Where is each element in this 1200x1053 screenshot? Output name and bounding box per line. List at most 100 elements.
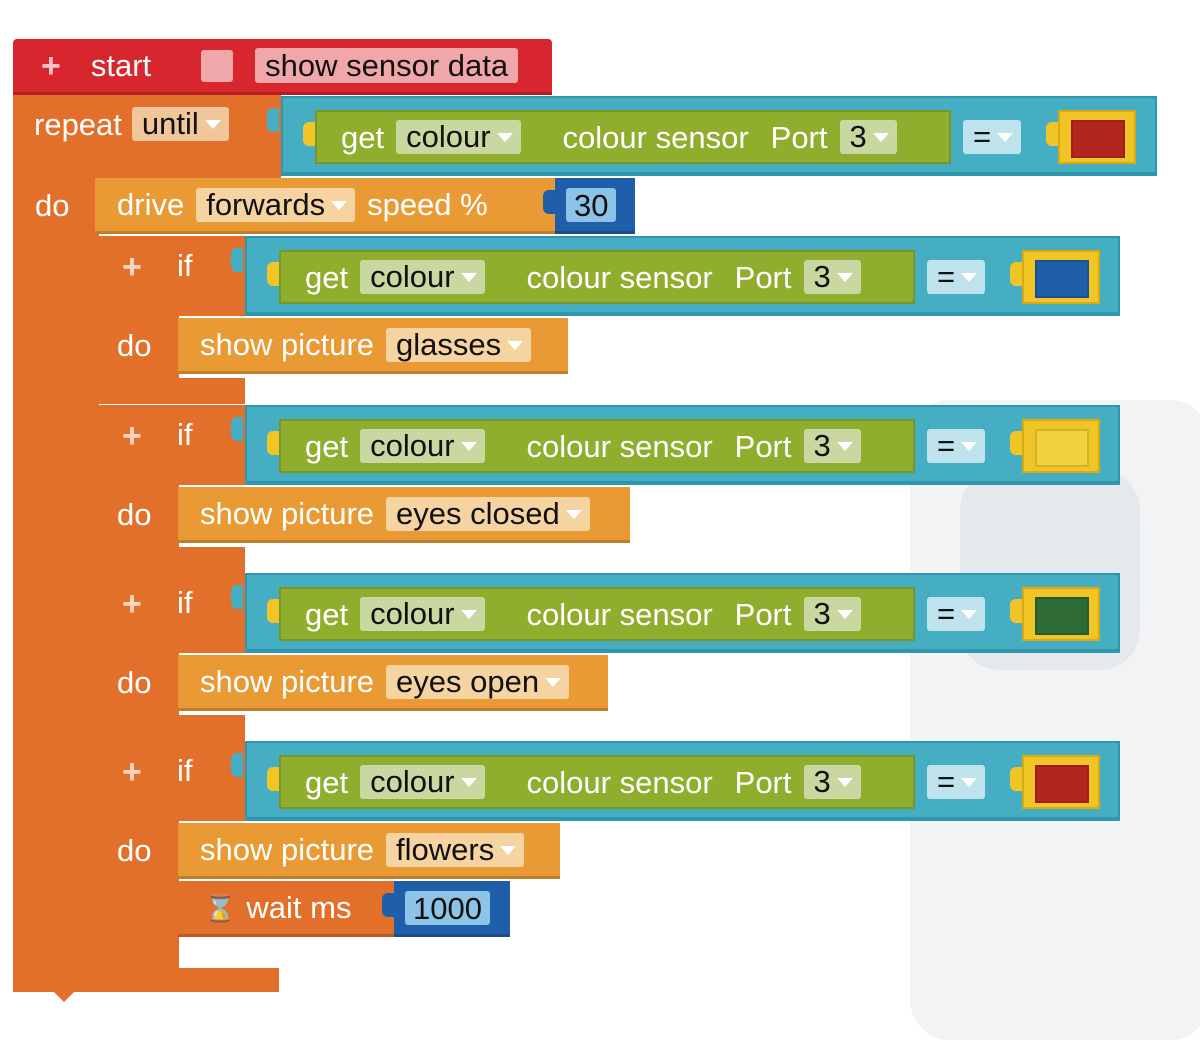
speed-label: speed % — [367, 187, 488, 222]
colour-property-dropdown[interactable]: colour — [360, 259, 485, 294]
colour-swatch[interactable] — [1035, 429, 1089, 467]
port-value: 3 — [813, 428, 831, 463]
show-sensor-data-field[interactable]: show sensor data — [255, 48, 519, 83]
get-colour-block[interactable]: get colour colour sensor Port 3 — [279, 419, 915, 473]
picture-dropdown[interactable]: glasses — [386, 327, 532, 362]
port-dropdown[interactable]: 3 — [839, 119, 897, 154]
show-picture-label: show picture — [200, 496, 375, 531]
if-label: if — [177, 417, 193, 452]
show-picture-block[interactable]: show picture eyes closed — [178, 487, 630, 543]
if-block[interactable] — [95, 405, 245, 485]
compare-operator-dropdown[interactable]: = — [927, 765, 986, 799]
get-plug — [267, 599, 279, 623]
picture-value: eyes open — [396, 663, 540, 699]
if-label: if — [177, 585, 193, 620]
if-block-footer — [95, 378, 245, 404]
compare-operator-dropdown[interactable]: = — [927, 260, 986, 294]
if-do-label: do — [117, 497, 152, 532]
port-value: 3 — [849, 119, 867, 154]
repeat-bottom-notch — [54, 992, 74, 1002]
picture-dropdown[interactable]: eyes open — [386, 663, 570, 699]
if-block-footer — [95, 715, 245, 741]
if-block[interactable] — [95, 741, 245, 821]
repeat-mode-dropdown[interactable]: until — [131, 106, 229, 141]
chevron-down-icon — [836, 273, 853, 282]
if-block-spine — [95, 821, 179, 973]
show-picture-block[interactable]: show picture eyes open — [178, 655, 608, 711]
sensor-label: colour sensor — [562, 119, 749, 155]
chevron-down-icon — [961, 273, 978, 282]
add-icon[interactable]: + — [41, 46, 61, 85]
colour-swatch[interactable] — [1035, 597, 1089, 635]
colour-property-dropdown[interactable]: colour — [396, 120, 521, 154]
get-label: get — [305, 596, 349, 632]
wait-label: wait ms — [246, 890, 352, 925]
show-picture-block[interactable]: show picture glasses — [178, 318, 568, 374]
compare-plug — [231, 417, 243, 441]
get-plug — [267, 431, 279, 455]
get-label: get — [305, 259, 349, 295]
chevron-down-icon — [500, 845, 517, 855]
port-dropdown[interactable]: 3 — [803, 597, 861, 631]
operator-value: = — [973, 119, 992, 154]
if-block[interactable] — [95, 236, 245, 316]
port-label: Port — [734, 596, 792, 632]
drive-direction-dropdown[interactable]: forwards — [196, 187, 356, 222]
sensor-data-checkbox[interactable] — [201, 49, 234, 82]
wait-block[interactable]: ⌛ wait ms — [178, 881, 394, 937]
chevron-down-icon — [961, 778, 978, 787]
hourglass-icon: ⌛ — [204, 892, 237, 923]
port-dropdown[interactable]: 3 — [803, 428, 861, 463]
get-plug — [267, 767, 279, 791]
add-icon[interactable]: + — [122, 585, 142, 623]
picture-dropdown[interactable]: eyes closed — [386, 496, 590, 531]
chevron-down-icon — [997, 133, 1014, 142]
colour-property-dropdown[interactable]: colour — [360, 597, 485, 631]
compare-operator-dropdown[interactable]: = — [927, 428, 986, 463]
get-colour-block[interactable]: get colour colour sensor Port 3 — [279, 755, 915, 809]
chevron-down-icon — [961, 610, 978, 619]
colour-property-dropdown[interactable]: colour — [360, 429, 485, 463]
sensor-label: colour sensor — [526, 596, 713, 632]
get-plug — [267, 262, 279, 286]
port-label: Port — [734, 764, 792, 800]
colour-property-value: colour — [370, 259, 455, 294]
add-icon[interactable]: + — [122, 248, 142, 286]
add-icon[interactable]: + — [122, 417, 142, 455]
repeat-mode-value: until — [141, 106, 199, 141]
compare-operator-dropdown[interactable]: = — [963, 119, 1022, 154]
colour-property-value: colour — [370, 764, 455, 799]
if-block[interactable] — [95, 573, 245, 653]
show-picture-label: show picture — [200, 664, 375, 699]
port-dropdown[interactable]: 3 — [803, 260, 861, 294]
drive-block[interactable]: drive forwards speed % — [95, 178, 555, 234]
colour-property-dropdown[interactable]: colour — [360, 764, 485, 799]
start-block[interactable]: + start show sensor data — [13, 39, 552, 95]
compare-operator-dropdown[interactable]: = — [927, 597, 986, 631]
sensor-label: colour sensor — [526, 259, 713, 295]
speed-input[interactable]: 30 — [566, 188, 617, 222]
picture-dropdown[interactable]: flowers — [386, 831, 525, 867]
wait-plug — [382, 893, 394, 917]
add-icon[interactable]: + — [122, 753, 142, 791]
repeat-get-colour-block[interactable]: get colour colour sensor Port 3 — [315, 110, 951, 164]
colour-swatch[interactable] — [1035, 765, 1089, 803]
if-label: if — [177, 753, 193, 788]
operator-value: = — [937, 428, 956, 463]
if-label: if — [177, 248, 193, 283]
if-do-label: do — [117, 328, 152, 363]
colour-swatch[interactable] — [1035, 260, 1089, 298]
repeat-label: repeat — [34, 106, 122, 142]
compare-plug — [231, 248, 243, 272]
wait-input[interactable]: 1000 — [405, 891, 490, 925]
colour-plug — [1010, 262, 1022, 286]
picture-value: flowers — [396, 831, 495, 867]
get-colour-block[interactable]: get colour colour sensor Port 3 — [279, 587, 915, 641]
show-picture-block[interactable]: show picture flowers — [178, 823, 560, 879]
port-dropdown[interactable]: 3 — [803, 765, 861, 799]
get-colour-block[interactable]: get colour colour sensor Port 3 — [279, 250, 915, 304]
if-do-label: do — [117, 665, 152, 700]
chevron-down-icon — [872, 133, 889, 142]
colour-swatch[interactable] — [1071, 120, 1125, 158]
chevron-down-icon — [836, 442, 853, 451]
